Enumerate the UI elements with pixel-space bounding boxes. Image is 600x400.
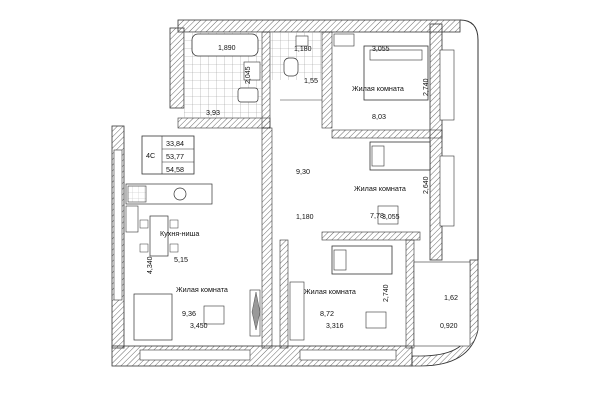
balcony — [413, 261, 471, 347]
dim-balcony-width: 0,920 — [440, 323, 458, 330]
summary-total-area: 54,58 — [166, 165, 184, 174]
wall-left-bath — [169, 27, 185, 109]
dining-table — [149, 215, 169, 257]
dim-wc-width: 1,180 — [294, 46, 312, 53]
facade-curve — [459, 19, 479, 260]
dimension-labels: 1,890 1,180 3,055 2,740 2,045 1,180 3,05… — [147, 45, 458, 330]
chair-1 — [139, 219, 149, 229]
summary-box: 4С 33,84 53,77 54,58 — [141, 135, 195, 175]
wall-bed2-bottom — [321, 231, 421, 241]
dim-bedroom-top-width: 3,055 — [372, 46, 390, 53]
chair-3 — [169, 219, 179, 229]
summary-area: 53,77 — [166, 152, 184, 161]
bed-top-pillow — [369, 49, 423, 61]
wall-bed3-right — [405, 239, 415, 349]
wardrobe-top — [333, 33, 355, 47]
wall-bed1-bottom — [331, 129, 443, 139]
wardrobe-bottom — [289, 281, 305, 341]
wall-corridor-right — [279, 239, 289, 349]
dim-bedroom-top-depth: 2,740 — [423, 78, 430, 96]
dim-bath-depth: 2,045 — [245, 66, 252, 84]
dim-bedroom-bottom-depth: 2,740 — [383, 284, 390, 302]
window-bottom-2 — [299, 349, 397, 361]
dim-bedroom-middle-depth: 2,640 — [423, 176, 430, 194]
summary-code: 4С — [146, 151, 155, 160]
wc-sink — [295, 35, 309, 47]
stove — [127, 185, 147, 203]
plant — [251, 291, 261, 331]
sofa — [133, 293, 173, 341]
bedroom-middle — [369, 141, 431, 225]
dim-kitchen-depth: 4,340 — [147, 256, 154, 274]
living-room-name: Жилая комната — [176, 285, 228, 294]
bathroom-area: 3,93 — [206, 108, 220, 117]
wall-top — [177, 19, 461, 33]
sink-kitchen — [173, 187, 187, 201]
wc — [270, 32, 322, 101]
wall-balcony-curve — [411, 259, 479, 367]
washing-machine — [243, 61, 261, 81]
bedroom-top-area: 8,03 — [372, 112, 386, 121]
dim-bedroom-bottom-width: 3,316 — [326, 323, 344, 330]
room-labels: Жилая комната 8,03 Жилая комната 7,78 Жи… — [160, 76, 458, 318]
bedroom-top — [333, 33, 429, 101]
corridor-area: 9,30 — [296, 167, 310, 176]
window-left — [113, 149, 123, 301]
sink-bath — [237, 87, 259, 103]
window-bottom-1 — [139, 349, 251, 361]
desk-middle — [377, 205, 399, 225]
kitchen-living — [125, 183, 261, 341]
bathroom — [184, 32, 262, 118]
bedroom-middle-area: 7,78 — [370, 211, 384, 220]
bedroom-bottom-area: 8,72 — [320, 309, 334, 318]
walls — [111, 19, 479, 367]
wc-area: 1,55 — [304, 76, 318, 85]
kitchen-counter — [125, 183, 213, 205]
dim-bedroom-middle-width: 3,055 — [382, 214, 400, 221]
bedroom-bottom-name: Жилая комната — [304, 287, 356, 296]
window-right-2 — [439, 155, 455, 227]
wall-bath-right — [261, 31, 271, 129]
dim-bath-width: 1,890 — [218, 45, 236, 52]
kitchen-name: Кухня-ниша — [160, 229, 199, 238]
bedroom-bottom — [289, 245, 393, 341]
wall-bath-bottom — [177, 117, 271, 129]
balcony-floor — [413, 261, 471, 347]
bed-middle-pillow — [371, 145, 385, 167]
fridge — [125, 205, 139, 233]
chair-4 — [169, 243, 179, 253]
living-room-area: 9,36 — [182, 309, 196, 318]
desk-bottom — [365, 311, 387, 329]
bathtub — [191, 33, 259, 57]
dim-corridor-width: 1,180 — [296, 214, 314, 221]
summary-frame — [141, 135, 195, 175]
bedroom-top-name: Жилая комната — [352, 84, 404, 93]
bed-bottom-pillow — [333, 249, 347, 271]
wall-corridor-left — [261, 127, 273, 349]
dim-living-room-width: 3,450 — [190, 323, 208, 330]
kitchen-area: 5,15 — [174, 255, 188, 264]
wall-wc-right — [321, 31, 333, 129]
bedroom-middle-name: Жилая комната — [354, 184, 406, 193]
chair-2 — [139, 243, 149, 253]
summary-living-area: 33,84 — [166, 139, 184, 148]
armchair — [203, 305, 225, 325]
toilet — [283, 57, 299, 77]
window-right-1 — [439, 49, 455, 121]
balcony-area: 1,62 — [444, 293, 458, 302]
